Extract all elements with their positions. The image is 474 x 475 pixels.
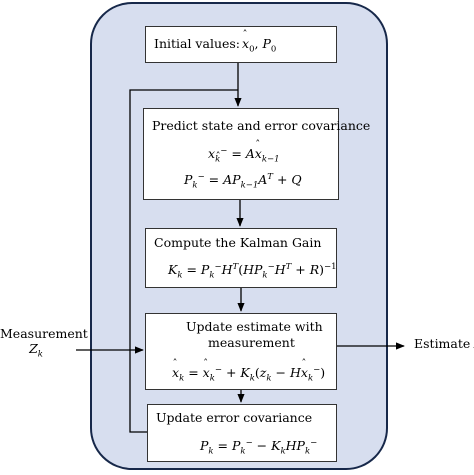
- initial-values-equation: x0, P0: [242, 30, 276, 54]
- update-covariance-box: Update error covariance Pk = Pk− − KkHPk…: [147, 404, 337, 462]
- update-covariance-equation: Pk = Pk− − KkHPk−: [200, 437, 318, 457]
- initial-values-label: Initial values:: [154, 36, 241, 51]
- measurement-label: Measurement Zk: [0, 326, 88, 360]
- predict-covariance-equation: Pk− = APk−1AT + Q: [184, 171, 302, 191]
- update-estimate-title-line2: measurement: [208, 335, 295, 350]
- update-estimate-box: Update estimate with measurement xk = xk…: [145, 313, 337, 390]
- estimate-label: Estimate Xk: [414, 336, 474, 351]
- predict-box: Predict state and error covariance xk− =…: [143, 108, 370, 200]
- kalman-gain-equation: Kk = Pk−HT(HPk−HT + R)−1: [168, 261, 337, 281]
- initial-values-box: Initial values: x0, P0: [145, 26, 337, 63]
- predict-state-equation: xk− = Axk−1: [208, 140, 280, 164]
- update-covariance-title: Update error covariance: [156, 410, 313, 425]
- predict-title: Predict state and error covariance: [152, 118, 371, 133]
- kalman-gain-title: Compute the Kalman Gain: [154, 235, 322, 250]
- measurement-symbol: Zk: [29, 341, 43, 360]
- estimate-text: Estimate: [414, 336, 471, 351]
- measurement-text: Measurement: [0, 326, 88, 341]
- kalman-gain-box: Compute the Kalman Gain Kk = Pk−HT(HPk−H…: [145, 228, 337, 288]
- arrow-feedback-loop: [129, 89, 238, 433]
- update-estimate-title-line1: Update estimate with: [186, 319, 323, 334]
- update-estimate-equation: xk = xk− + Kk(zk − Hxk−): [172, 359, 325, 383]
